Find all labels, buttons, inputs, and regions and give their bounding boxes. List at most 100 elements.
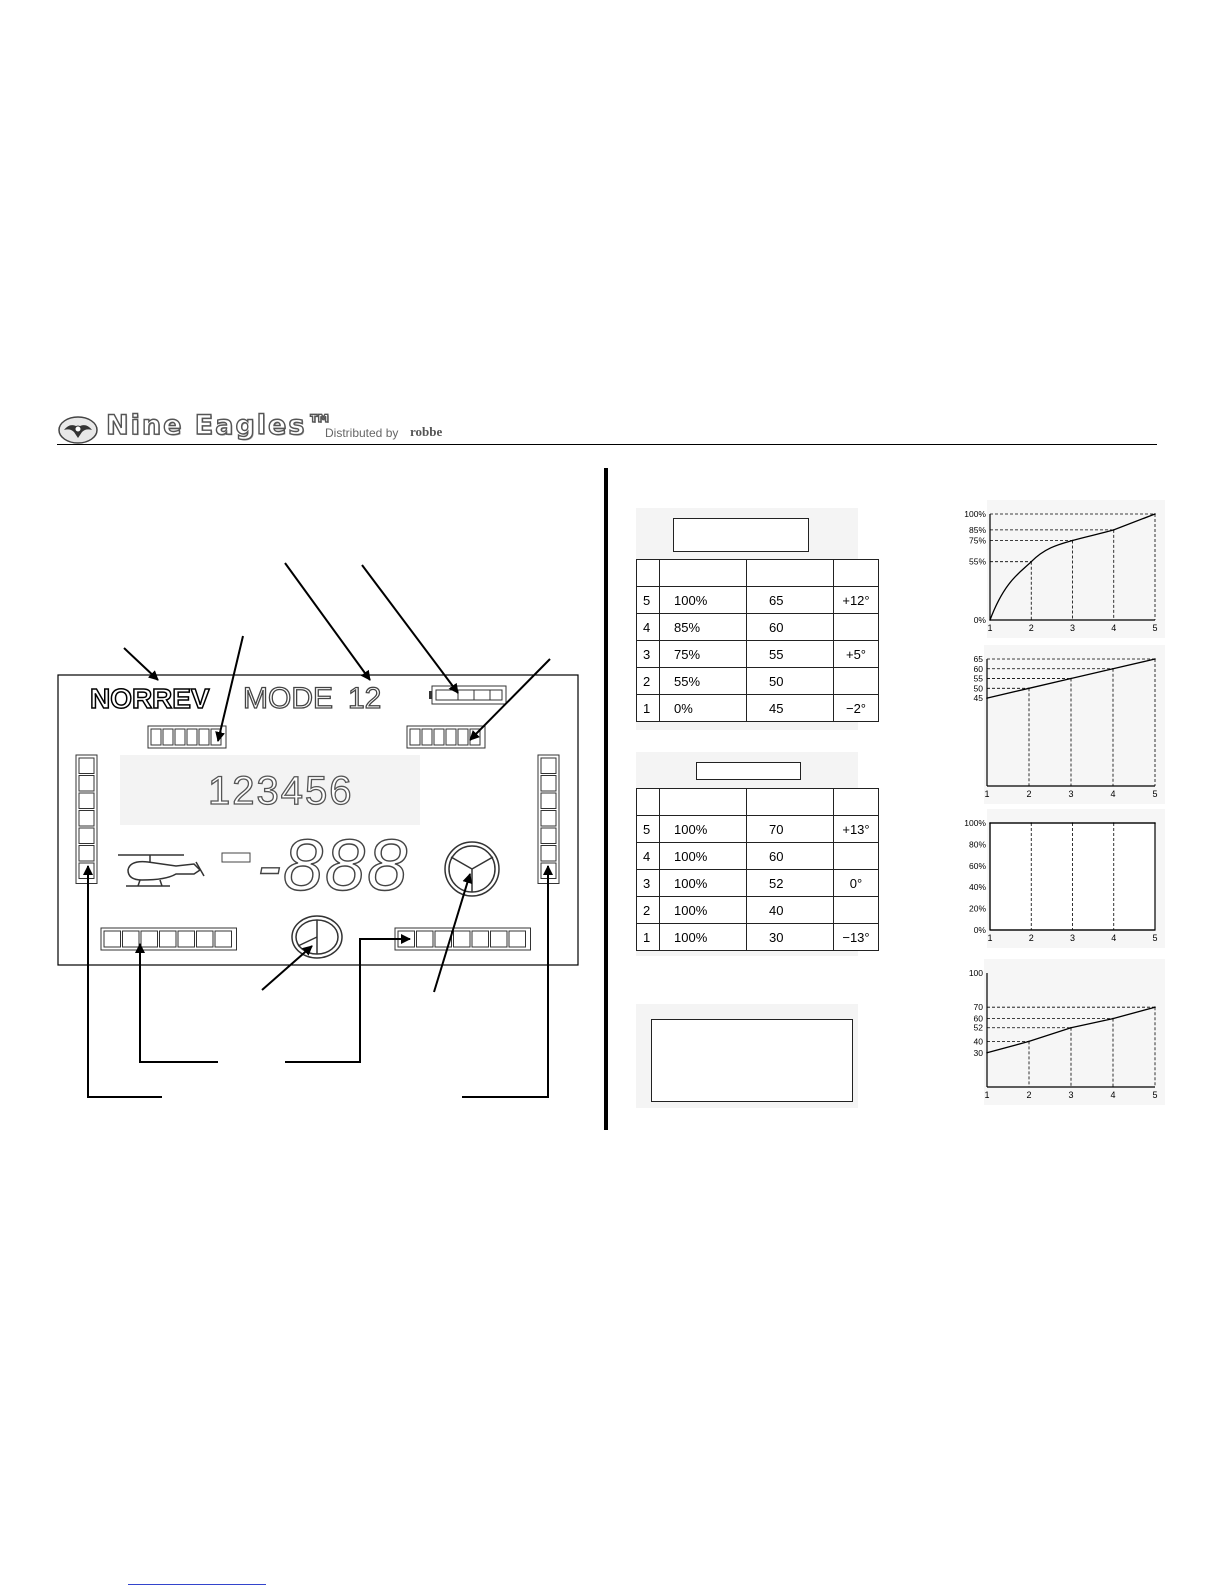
x-tick-label: 3	[1070, 933, 1075, 943]
y-tick-label: 100%	[964, 818, 986, 828]
series-line	[989, 513, 1156, 621]
lcd-channel-numbers: 123456	[208, 769, 353, 813]
data-point	[1071, 539, 1074, 542]
trim-bar-frame	[147, 725, 227, 749]
y-tick-label: 52	[974, 1023, 984, 1033]
arrow-trim-bottom-left	[135, 943, 218, 1063]
trim-segment	[457, 728, 469, 746]
trim-segment	[198, 728, 210, 746]
y-tick-label: 100%	[964, 509, 986, 519]
trim-bar-frame	[100, 927, 237, 951]
data-point	[1112, 667, 1114, 670]
trim-segment	[540, 775, 557, 792]
data-point	[1070, 677, 1072, 680]
y-tick-label: 40%	[969, 882, 986, 892]
trim-segment	[445, 728, 457, 746]
y-tick-label: 60	[974, 1014, 984, 1024]
trim-segment	[490, 930, 508, 948]
trim-segment	[214, 930, 232, 948]
trim-bar-top-left	[147, 725, 227, 749]
y-tick-label: 75%	[969, 536, 986, 546]
y-tick-label: 65	[974, 654, 984, 664]
trim-segment	[159, 930, 177, 948]
trim-segment	[434, 930, 452, 948]
trim-segment	[540, 827, 557, 844]
data-point	[1030, 560, 1033, 563]
data-point	[989, 822, 991, 824]
trim-segment	[508, 930, 526, 948]
x-tick-label: 5	[1152, 933, 1157, 943]
lcd-mode-number: 12	[348, 682, 381, 715]
trim-bar-bottom-left	[100, 927, 237, 951]
x-tick-label: 2	[1029, 933, 1034, 943]
trim-segment	[150, 728, 162, 746]
rotor-indicator-icon	[444, 841, 500, 897]
x-tick-label: 5	[1152, 623, 1157, 633]
helicopter-icon	[118, 854, 205, 887]
table-1-title-box	[673, 518, 809, 552]
x-tick-label: 1	[984, 1090, 989, 1100]
data-point	[1071, 822, 1074, 824]
trim-segment	[421, 728, 433, 746]
x-tick-label: 2	[1026, 1090, 1031, 1100]
table-header-row	[636, 559, 879, 587]
data-point	[1030, 822, 1033, 824]
lcd-mode-label: MODE	[243, 682, 333, 715]
x-tick-label: 4	[1110, 789, 1115, 799]
lcd-channel-bg	[120, 755, 420, 825]
lcd-rev-label: REV	[152, 683, 210, 714]
data-point	[1028, 687, 1030, 690]
trim-segment	[78, 775, 95, 792]
y-tick-label: 0%	[974, 925, 987, 935]
y-tick-label: 40	[974, 1036, 984, 1046]
x-tick-label: 3	[1068, 789, 1073, 799]
lcd-diagram: NOR REV MODE 12 123456 -888	[57, 562, 579, 1098]
data-point	[986, 697, 988, 699]
trim-segment	[140, 930, 158, 948]
column-divider	[604, 468, 608, 1130]
x-tick-label: 4	[1110, 1090, 1115, 1100]
arrow-trim-right	[462, 865, 553, 1098]
data-point	[1112, 822, 1115, 824]
trim-segment	[103, 930, 121, 948]
data-point	[1154, 822, 1156, 824]
brand-name: Nine Eagles™	[105, 409, 336, 441]
table-header-row	[636, 788, 879, 816]
data-point	[989, 619, 991, 621]
trim-segment	[78, 862, 95, 879]
lcd-digit-display: -888	[257, 826, 409, 906]
data-point	[986, 1052, 988, 1054]
data-point	[1070, 1026, 1072, 1029]
arrow-battery	[361, 564, 459, 694]
y-tick-label: 0%	[974, 615, 987, 625]
distributed-by-label: Distributed by	[325, 426, 399, 440]
trim-segment	[540, 792, 557, 809]
note-box	[651, 1019, 853, 1102]
chart-background	[987, 500, 1165, 638]
arrow-trim-top-left	[215, 635, 244, 742]
y-tick-label: 85%	[969, 525, 986, 535]
x-tick-label: 1	[984, 789, 989, 799]
trim-segment	[433, 728, 445, 746]
x-tick-label: 1	[987, 623, 992, 633]
trim-bar-frame	[75, 754, 98, 884]
x-tick-label: 2	[1029, 623, 1034, 633]
trim-segment	[416, 930, 434, 948]
x-tick-label: 5	[1152, 789, 1157, 799]
x-tick-label: 4	[1111, 623, 1116, 633]
arrow-trim-left	[83, 865, 162, 1098]
y-tick-label: 60%	[969, 861, 986, 871]
data-point	[1154, 513, 1156, 515]
x-tick-label: 1	[987, 933, 992, 943]
trim-segment	[122, 930, 140, 948]
data-point	[1112, 529, 1115, 531]
trim-segment	[174, 728, 186, 746]
chart-background	[984, 645, 1165, 804]
x-tick-label: 4	[1111, 933, 1116, 943]
trim-segment	[78, 792, 95, 809]
